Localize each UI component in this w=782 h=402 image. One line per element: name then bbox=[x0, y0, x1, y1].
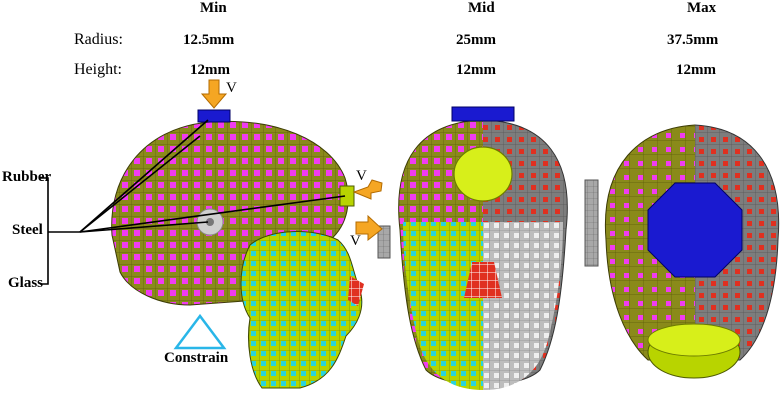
impactor-side-max bbox=[584, 179, 599, 267]
head-back-max bbox=[604, 124, 780, 379]
velocity-arrow-top bbox=[200, 79, 228, 109]
height-value-mid: 12mm bbox=[456, 62, 496, 78]
height-label: Height: bbox=[74, 61, 122, 78]
impactor-back-max bbox=[647, 182, 743, 278]
impactor-bottom-max-top bbox=[647, 323, 741, 357]
nose-mid bbox=[464, 262, 502, 298]
velocity-arrow-side-upper bbox=[352, 179, 383, 200]
nose-side bbox=[348, 276, 364, 306]
head-front-mid bbox=[398, 106, 599, 390]
face-side bbox=[240, 231, 363, 389]
impactor-top-min bbox=[197, 109, 231, 123]
velocity-label-side-upper: V bbox=[356, 168, 367, 184]
radius-value-mid: 25mm bbox=[456, 32, 496, 48]
velocity-arrow-side-lower bbox=[355, 214, 383, 242]
head-side-view bbox=[111, 109, 391, 389]
impactor-front-mid bbox=[453, 146, 513, 202]
material-label-steel: Steel bbox=[12, 222, 43, 238]
column-header-mid: Mid bbox=[468, 0, 495, 16]
material-label-rubber: Rubber bbox=[2, 169, 52, 185]
radius-value-min: 12.5mm bbox=[183, 32, 235, 48]
height-value-min: 12mm bbox=[190, 62, 230, 78]
impactor-side-mid bbox=[377, 225, 391, 259]
material-label-glass: Glass bbox=[8, 275, 44, 291]
constraint-label: Constrain bbox=[164, 350, 229, 366]
radius-label: Radius: bbox=[74, 31, 123, 48]
column-header-min: Min bbox=[200, 0, 227, 16]
column-header-max: Max bbox=[687, 0, 717, 16]
velocity-label-side-lower: V bbox=[350, 233, 361, 249]
height-value-max: 12mm bbox=[676, 62, 716, 78]
constraint-triangle bbox=[173, 313, 227, 350]
material-brackets bbox=[40, 119, 346, 285]
impactor-top-mid bbox=[451, 106, 515, 122]
velocity-label-top: V bbox=[226, 80, 237, 96]
radius-value-max: 37.5mm bbox=[667, 32, 719, 48]
